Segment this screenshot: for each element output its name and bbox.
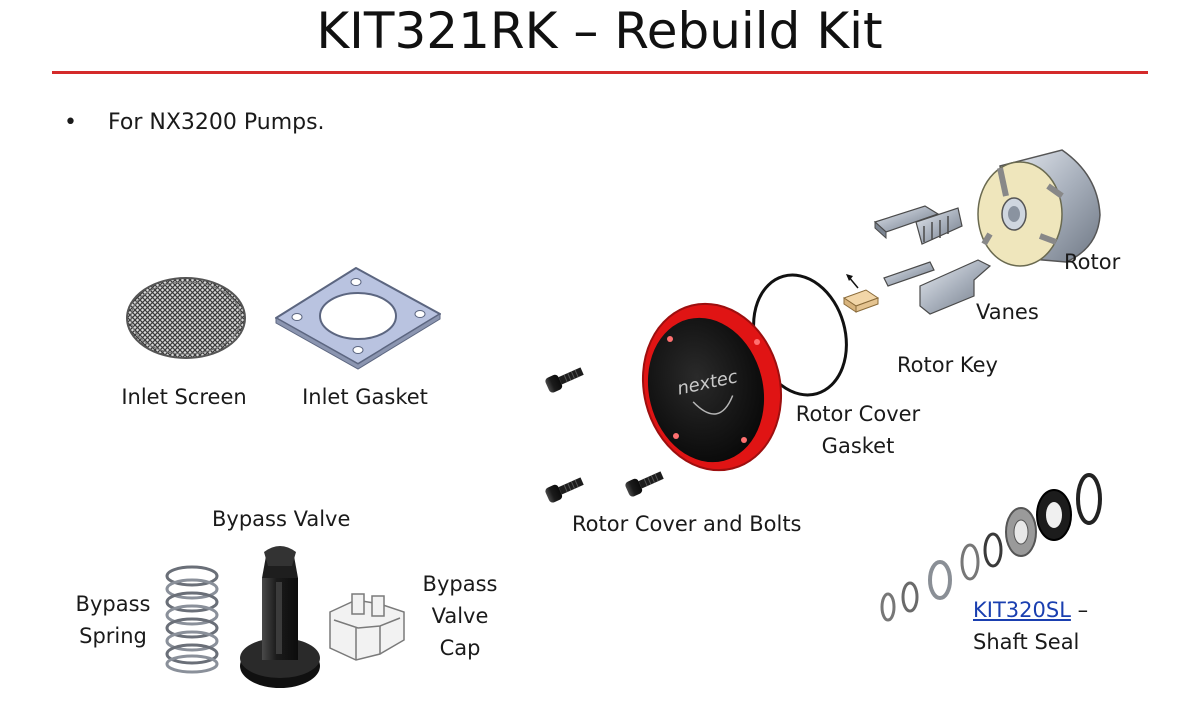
shaft-seal-dash: – [1070,598,1089,622]
rotor-cover-icon: nextec [641,302,783,472]
rotor-key-label: Rotor Key [897,353,998,377]
shaft-seal-kit-link[interactable]: KIT320SL [973,598,1071,622]
page-title: KIT321RK – Rebuild Kit [316,2,883,60]
bypass-spring-label-line1: Bypass [75,592,151,616]
rotor-cover-gasket-label-line1: Rotor Cover [795,402,921,426]
inlet-screen-label: Inlet Screen [121,385,247,409]
bypass-valve-label: Bypass Valve [212,507,351,531]
rotor-key-icon [842,274,880,313]
shaft-seal-label-line1: KIT320SL – [973,594,1088,626]
shaft-seal-label: KIT320SL – Shaft Seal [973,594,1088,658]
bypass-spring-icon [165,565,219,674]
inlet-gasket-label: Inlet Gasket [302,385,428,409]
bolt-icon [545,477,584,503]
bypass-spring-label-line2: Spring [79,624,147,648]
rotor-label: Rotor [1064,250,1121,274]
shaft-seal-icon [880,473,1102,622]
shaft-seal-label-line2: Shaft Seal [973,630,1080,654]
rotor-cover-gasket-label: Rotor Cover Gasket [790,398,926,462]
vanes-icon [873,205,992,315]
bypass-valve-cap-icon [329,593,405,661]
bullet-text: For NX3200 Pumps. [108,110,325,135]
rotor-cover-gasket-label-line2: Gasket [821,434,895,458]
inlet-gasket-icon [275,267,441,370]
bullet-item: • For NX3200 Pumps. [64,108,325,138]
bolt-icon [625,471,664,497]
bypass-valve-cap-label-line1: Bypass [422,572,498,596]
bypass-valve-cap-label-line3: Cap [439,636,481,660]
bolt-icon [545,367,584,393]
inlet-screen-icon [126,277,246,359]
vanes-label: Vanes [976,300,1039,324]
bypass-valve-icon [240,546,320,688]
bypass-valve-cap-label: Bypass Valve Cap [418,568,502,664]
title-divider [52,71,1148,74]
bypass-valve-cap-label-line2: Valve [431,604,489,628]
rotor-cover-bolts-label: Rotor Cover and Bolts [572,512,802,536]
rotor-icon [977,149,1101,267]
bypass-spring-label: Bypass Spring [70,588,156,652]
bullet-marker: • [64,110,77,135]
